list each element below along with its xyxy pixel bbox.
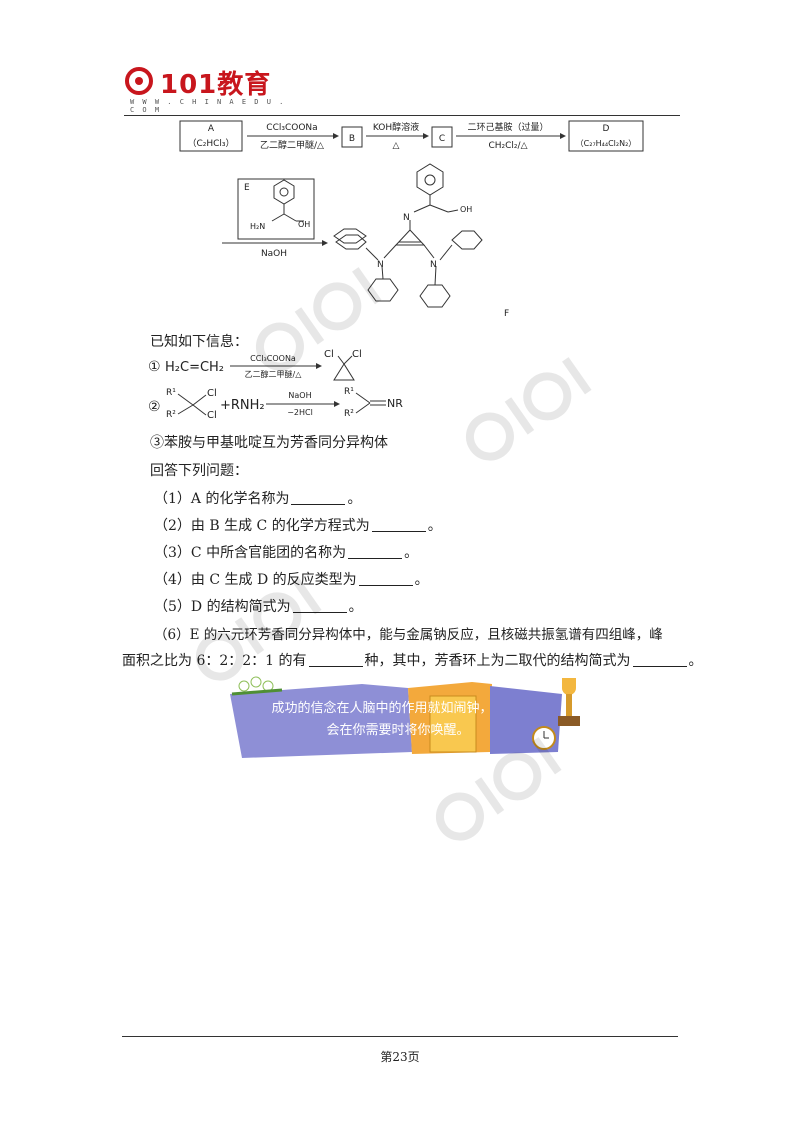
arrow-2-reagent: KOH醇溶液 (373, 121, 419, 133)
logo-mark-icon (125, 67, 153, 95)
box-d-label: D (603, 124, 610, 134)
known-item-2-cl-bottom: Cl (207, 410, 217, 421)
e-hydroxyl: OH (298, 220, 310, 229)
motivational-banner: 成功的信念在人脑中的作用就如闹钟， 会在你需要时将你唤醒。 (230, 676, 580, 758)
arrow-3-condition: CH₂Cl₂/△ (488, 141, 527, 151)
known-item-2-product-r2: R² (344, 409, 354, 419)
known-item-2-product-r1: R¹ (344, 387, 354, 397)
box-a-formula: （C₂HCl₃） (187, 138, 234, 149)
page-number: 第23页 (380, 1050, 420, 1064)
known-item-2-arrow-reagent: NaOH (288, 391, 311, 400)
box-c-label: C (439, 134, 445, 144)
f-right-n: N (430, 260, 437, 270)
arrow-1-reagent: CCl₃COONa (266, 123, 317, 133)
banner-quote-line-1: 成功的信念在人脑中的作用就如闹钟， (271, 700, 492, 716)
question-6-line-2: 面积之比为 6：2：2：1 的有 种，其中，芳香环上为二取代的结构简式为 。 (122, 650, 703, 670)
arrow-3-reagent: 二环己基胺（过量） (467, 121, 548, 133)
known-item-1-arrow-reagent: CCl₃COONa (250, 354, 296, 363)
flower-icon (231, 676, 283, 696)
question-6-text-b: 种，其中，芳香环上为二取代的结构简式为 (364, 653, 631, 669)
question-3-answer-blank[interactable] (348, 544, 403, 559)
box-b (341, 126, 363, 148)
question-2-text: （2）由 B 生成 C 的化学方程式为 (154, 518, 370, 534)
question-5: （5）D 的结构简式为 。 (154, 596, 363, 616)
known-item-1-cl-left: Cl (324, 349, 334, 360)
question-2-answer-blank[interactable] (371, 517, 426, 532)
questions-intro: 回答下列问题： (150, 463, 248, 479)
question-6-text-a: 面积之比为 6：2：2：1 的有 (122, 653, 307, 669)
known-item-2-amine: +RNH₂ (220, 398, 265, 413)
question-4-answer-blank[interactable] (358, 571, 413, 586)
question-1: （1）A 的化学名称为 。 (154, 488, 361, 508)
f-left-n: N (377, 260, 384, 270)
known-item-2-product-bonds (355, 392, 386, 414)
alarm-clock-icon (532, 726, 556, 750)
e-structure (271, 179, 304, 222)
question-4: （4）由 C 生成 D 的反应类型为 。 (154, 569, 429, 589)
box-b-label: B (349, 134, 355, 144)
known-item-2-r1: R¹ (166, 388, 176, 398)
question-1-text: （1）A 的化学名称为 (154, 491, 290, 507)
box-a-label: A (208, 124, 215, 134)
logo-url: W W W . C H I N A E D U . C O M (130, 98, 286, 114)
known-item-1-arrow-condition: 乙二醇二甲醚/△ (245, 369, 303, 379)
known-item-1-number: ① (148, 359, 161, 375)
known-item-2-reactant-bonds (177, 393, 207, 416)
known-item-2-r2: R² (166, 410, 176, 420)
logo-text: 101教育 (160, 70, 272, 100)
header-divider (124, 115, 680, 116)
logo: 101教育 W W W . C H I N A E D U . C O M (124, 64, 294, 114)
arrow-4-condition: NaOH (261, 249, 287, 259)
reaction-scheme: A （C₂HCl₃） CCl₃COONa 乙二醇二甲醚/△ B KOH醇溶液 △… (179, 120, 644, 319)
known-item-1-reactant: H₂C=CH₂ (165, 360, 224, 375)
known-intro: 已知如下信息： (150, 334, 248, 350)
known-item-1-product (333, 355, 355, 381)
f-structure (333, 163, 483, 308)
question-4-text: （4）由 C 生成 D 的反应类型为 (154, 572, 357, 588)
f-hydroxyl: OH (460, 205, 472, 214)
banner-left-panel (230, 684, 412, 758)
question-2: （2）由 B 生成 C 的化学方程式为 。 (154, 515, 442, 535)
question-2-end: 。 (427, 518, 442, 534)
question-6-end: 。 (688, 653, 703, 669)
known-item-2-product-nr: NR (387, 397, 403, 410)
question-1-end: 。 (347, 491, 362, 507)
question-3: （3）C 中所含官能团的名称为 。 (154, 542, 418, 562)
known-item-2: ② R¹ R² Cl Cl +RNH₂ NaOH −2HCl R¹ R² NR (148, 383, 448, 427)
known-item-2-arrow-condition: −2HCl (287, 408, 313, 417)
known-item-2-number: ② (148, 399, 161, 415)
f-imine-n: N (403, 213, 410, 223)
box-d-formula: （C₂₇H₄₄Cl₂N₂） (576, 139, 637, 148)
known-item-1-cl-right: Cl (352, 349, 362, 360)
banner-door (429, 695, 477, 753)
question-6-count-blank[interactable] (308, 652, 363, 667)
question-3-end: 。 (404, 545, 419, 561)
box-e (237, 178, 315, 240)
question-5-text: （5）D 的结构简式为 (154, 599, 291, 615)
question-5-answer-blank[interactable] (292, 598, 347, 613)
box-d (568, 120, 644, 152)
question-6-line-1: （6）E 的六元环芳香同分异构体中，能与金属钠反应，且核磁共振氢谱有四组峰，峰 (154, 627, 663, 643)
e-amine: H₂N (250, 222, 265, 231)
question-5-end: 。 (348, 599, 363, 615)
box-e-label: E (244, 183, 250, 193)
question-4-end: 。 (414, 572, 429, 588)
question-1-answer-blank[interactable] (291, 490, 346, 505)
trophy-icon (558, 678, 580, 726)
arrow-2-condition: △ (393, 141, 400, 151)
banner-quote-line-2: 会在你需要时将你唤醒。 (326, 723, 469, 738)
known-item-3: ③苯胺与甲基吡啶互为芳香同分异构体 (150, 435, 388, 451)
arrow-1-condition: 乙二醇二甲醚/△ (260, 139, 324, 151)
question-6-structure-blank[interactable] (632, 652, 687, 667)
watermark-logo (465, 357, 592, 461)
f-label: F (504, 309, 509, 319)
box-c (431, 126, 453, 148)
known-item-1: ① H₂C=CH₂ CCl₃COONa 乙二醇二甲醚/△ Cl Cl (148, 346, 448, 382)
question-3-text: （3）C 中所含官能团的名称为 (154, 545, 347, 561)
known-item-2-cl-top: Cl (207, 388, 217, 399)
box-a (179, 120, 243, 152)
footer-divider (122, 1036, 678, 1037)
